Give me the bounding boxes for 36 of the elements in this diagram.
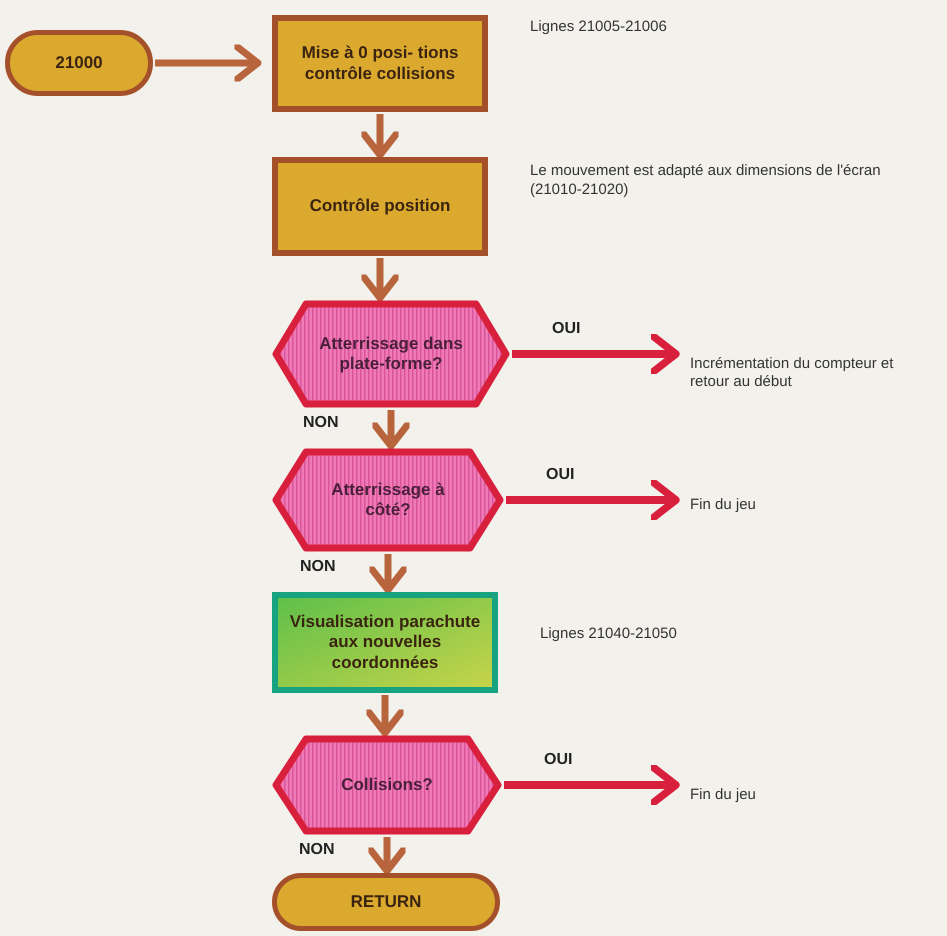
note-text: Incrémentation du compteur et retour au début bbox=[690, 355, 894, 391]
node-label: Collisions? bbox=[341, 774, 433, 796]
note-text: Fin du jeu bbox=[690, 496, 756, 514]
process-box bbox=[272, 15, 488, 112]
side-note: Lignes 21040-21050 bbox=[540, 625, 677, 644]
arrow bbox=[360, 114, 400, 158]
edge-label: OUI bbox=[544, 751, 572, 769]
edge-label: NON bbox=[303, 414, 339, 432]
decision-hexagon bbox=[272, 448, 504, 552]
arrow bbox=[365, 695, 405, 736]
decision-hexagon bbox=[272, 735, 502, 835]
side-note: Le mouvement est adapté aux dimensions de l'écran (21010-21020) bbox=[530, 162, 882, 200]
node-label: Atterrissage dans plate-forme? bbox=[318, 334, 464, 374]
node-label: Mise à 0 posi- tions contrôle collisions bbox=[300, 43, 460, 84]
arrow bbox=[512, 332, 680, 376]
node-label: 21000 bbox=[55, 52, 103, 74]
edge-label: OUI bbox=[552, 320, 580, 338]
edge-label: OUI bbox=[546, 466, 574, 484]
process-box bbox=[272, 157, 488, 256]
process-box bbox=[272, 592, 498, 693]
node-label: Contrôle position bbox=[310, 196, 450, 217]
side-note: Lignes 21005-21006 bbox=[530, 18, 667, 37]
node-label: Visualisation parachute aux nouvelles coordonnées bbox=[288, 612, 482, 674]
edge-label: NON bbox=[299, 841, 335, 859]
arrow bbox=[360, 258, 400, 302]
arrow bbox=[371, 410, 411, 450]
decision-hexagon bbox=[272, 300, 510, 408]
node-label: RETURN bbox=[350, 892, 422, 912]
arrow bbox=[506, 478, 680, 522]
arrow bbox=[368, 554, 408, 594]
arrow bbox=[155, 43, 262, 83]
node-label: Atterrissage à côté? bbox=[330, 480, 446, 520]
note-text: Fin du jeu bbox=[690, 786, 756, 804]
arrow bbox=[504, 764, 680, 806]
arrow bbox=[367, 837, 407, 874]
edge-label: NON bbox=[300, 558, 336, 576]
